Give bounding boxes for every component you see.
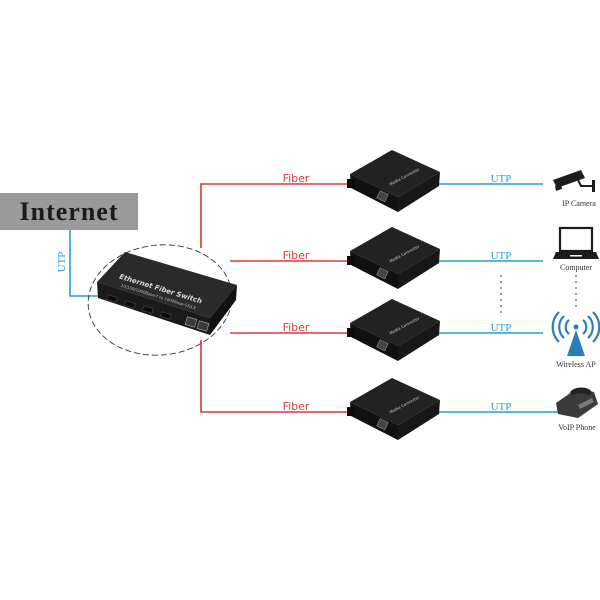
sfp-port — [106, 294, 118, 303]
converter-top — [350, 150, 440, 197]
ip-camera-icon — [553, 170, 595, 192]
media-converter: Media Converter — [347, 299, 440, 361]
device-label-voip-phone: VoIP Phone — [558, 423, 596, 432]
switch-side — [210, 285, 237, 335]
device-label-wireless-ap: Wireless AP — [556, 360, 596, 369]
ethernet-fiber-switch: Ethernet Fiber Switch 10/100/1000Base-T … — [87, 244, 237, 356]
converter-front — [350, 174, 398, 212]
converter-side — [398, 249, 440, 289]
utp-label-2: UTP — [491, 250, 512, 262]
fiber-label-2: Fiber — [283, 249, 310, 262]
rj45-ports — [184, 316, 210, 332]
converter-side — [398, 172, 440, 212]
converter-front — [350, 402, 398, 440]
converter-top — [350, 227, 440, 274]
fiber-label-4: Fiber — [283, 400, 310, 413]
fiber-label-1: Fiber — [283, 172, 310, 185]
device-ip-camera: IP Camera — [553, 170, 596, 208]
wireless-ap-icon — [551, 311, 600, 356]
utp-label-1: UTP — [491, 173, 512, 185]
device-wireless-ap: Wireless AP — [551, 311, 600, 369]
media-converter: Media Converter — [347, 227, 440, 289]
media-converter: Media Converter — [347, 378, 440, 440]
fiber-label-3: Fiber — [283, 321, 310, 334]
converter-top — [350, 378, 440, 425]
media-converter: Media Converter — [347, 150, 440, 212]
laptop-icon — [553, 226, 599, 259]
converter-side — [398, 321, 440, 361]
fiber-connector — [347, 256, 355, 265]
uplink-utp: UTP — [56, 230, 100, 297]
rj45-port — [376, 339, 389, 352]
sfp-port — [142, 305, 154, 314]
rj45-port — [376, 418, 389, 431]
converter-front — [350, 251, 398, 289]
internet-box — [0, 193, 138, 230]
converter-side — [398, 400, 440, 440]
rj45-port — [184, 316, 198, 328]
fiber-lines: Fiber Fiber Fiber Fiber — [200, 172, 350, 413]
device-computer: Computer — [553, 226, 599, 272]
rj45-port — [376, 267, 389, 280]
converter-top — [350, 299, 440, 346]
switch-top — [97, 252, 237, 318]
internet-node: Internet — [0, 193, 138, 230]
more-indicator-middle — [500, 275, 502, 313]
rj45-port — [376, 190, 389, 203]
fiber-connector — [347, 407, 355, 416]
rj45-port — [196, 320, 210, 332]
sfp-ports — [106, 294, 172, 320]
sfp-port — [160, 311, 172, 320]
fiber-line-1 — [200, 183, 350, 248]
uplink-utp-line — [69, 230, 100, 297]
fiber-connector — [347, 179, 355, 188]
uplink-utp-label: UTP — [56, 252, 68, 273]
utp-lines: UTP UTP UTP UTP — [436, 173, 565, 413]
more-indicator-right — [575, 275, 577, 307]
fiber-line-4 — [200, 340, 350, 413]
utp-label-4: UTP — [491, 401, 512, 413]
device-label-ip-camera: IP Camera — [562, 199, 596, 208]
device-voip-phone: VoIP Phone — [556, 387, 598, 432]
voip-phone-icon — [556, 387, 598, 418]
utp-label-3: UTP — [491, 322, 512, 334]
fiber-connector — [347, 328, 355, 337]
internet-label: Internet — [20, 197, 119, 226]
sfp-port — [124, 300, 136, 309]
converter-front — [350, 323, 398, 361]
device-label-computer: Computer — [560, 263, 592, 272]
